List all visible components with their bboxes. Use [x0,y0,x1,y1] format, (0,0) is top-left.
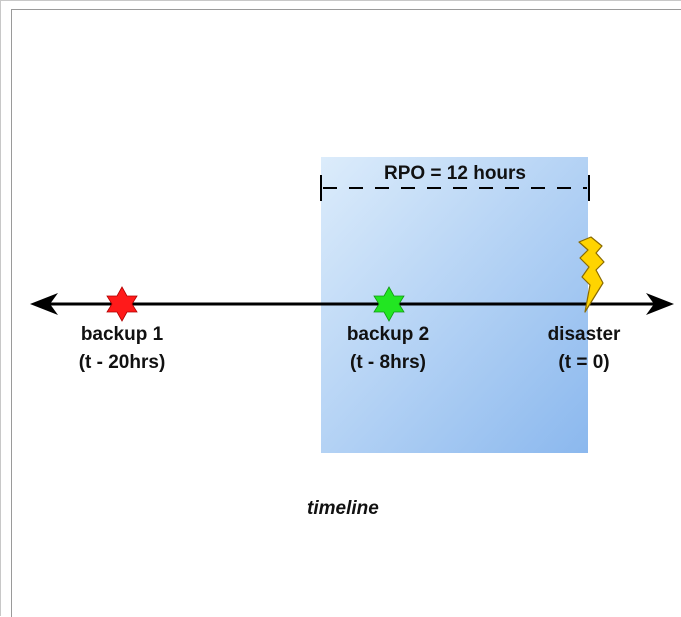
left-arrow-icon [30,293,58,315]
backup-1-name: backup 1 [80,324,164,345]
backup-1-star-icon [106,286,138,322]
disaster-time: (t = 0) [558,352,610,373]
backup-1-time: (t - 20hrs) [78,352,166,373]
disaster-name: disaster [547,324,621,345]
timeline-caption: timeline [307,498,379,519]
rpo-dimension [320,175,590,201]
lightning-icon [578,236,605,313]
right-arrow-icon [646,293,674,315]
rpo-label: RPO = 12 hours [383,163,527,184]
backup-2-star-icon [373,286,405,322]
backup-2-name: backup 2 [346,324,430,345]
backup-2-time: (t - 8hrs) [350,352,426,373]
timeline-axis [30,293,674,315]
